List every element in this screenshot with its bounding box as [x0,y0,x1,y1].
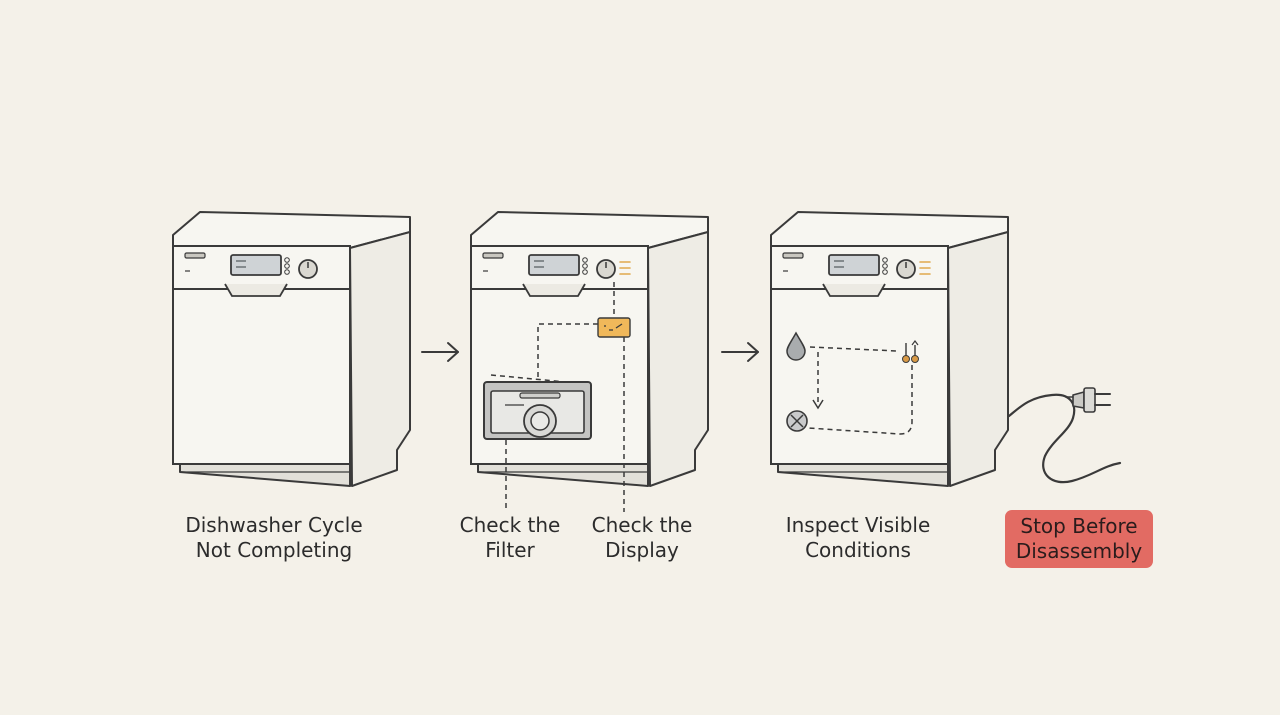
tools-icon [902,340,919,363]
dishwasher-step-3 [770,211,1009,487]
step-label-filter: Check the Filter [459,513,561,562]
power-plug-icon [1007,387,1122,484]
status-lines-icon [919,261,931,275]
valve-icon [786,410,808,432]
warning-badge: Stop Before Disassembly [1005,510,1153,568]
step-label-display: Check the Display [591,513,693,562]
dashed-callout-lines [490,282,625,512]
right-arrow-icon [721,342,759,362]
error-code-icon [597,317,631,338]
right-arrow-icon [421,342,459,362]
water-drop-icon [786,331,806,361]
step-label-inspect: Inspect Visible Conditions [785,513,931,562]
filter-icon [483,381,592,440]
inspection-path [807,346,913,435]
status-lines-icon [619,261,631,275]
step-label-problem: Dishwasher Cycle Not Completing [185,513,363,562]
dishwasher-step-1 [172,211,411,487]
